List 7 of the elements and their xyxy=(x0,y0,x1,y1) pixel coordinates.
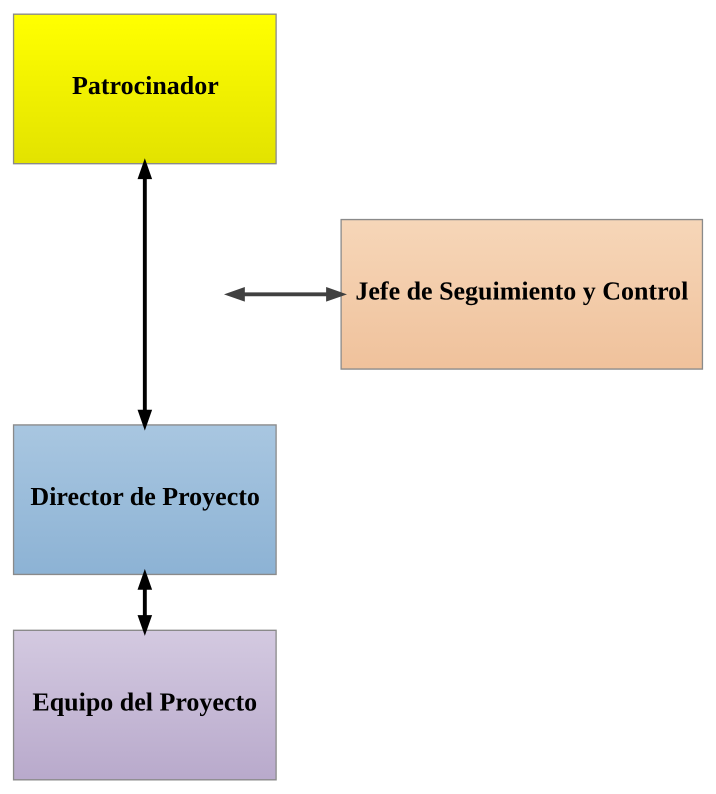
arrow xyxy=(138,158,152,431)
arrow xyxy=(138,568,152,636)
node-box: Patrocinador xyxy=(12,14,277,164)
node-box: Director de Proyecto xyxy=(12,424,277,576)
node-box: Jefe de Seguimiento y Control xyxy=(340,218,704,370)
node-box: Equipo del Proyecto xyxy=(12,630,277,780)
arrow xyxy=(224,287,347,302)
